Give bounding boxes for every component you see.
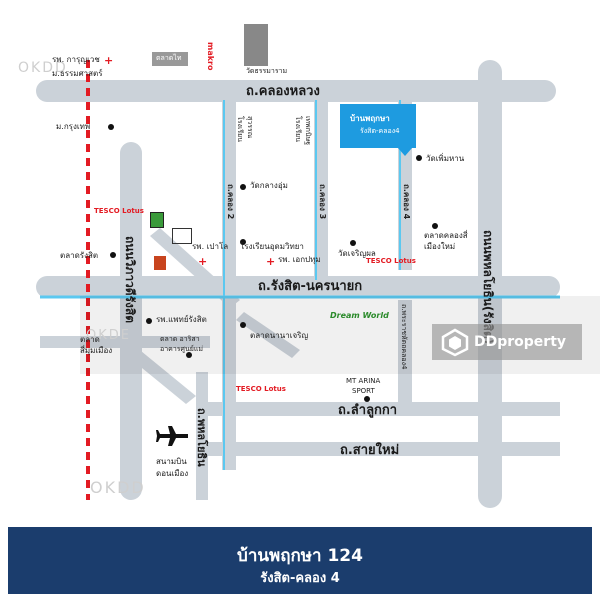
label-bangkok-univ: ม.กรุงเทพ xyxy=(56,122,91,131)
phatrangsit-dot xyxy=(146,318,152,324)
hospital-icon: + xyxy=(104,54,114,67)
label-sai-mai: ถ.สายใหม่ xyxy=(340,443,400,458)
label-makro: makro xyxy=(206,42,215,71)
label-talad-rangsit: ตลาดรังสิต xyxy=(60,251,99,260)
road-sai-mai xyxy=(200,442,560,456)
label-wat-rangsit: วัดเจริญผล xyxy=(338,249,376,258)
label-karunyavej: รพ. การุญเวช xyxy=(52,55,100,64)
location-map: OKDD OKDE OKDD ถ.คลองหลวง ถ.รังสิต-นครนา… xyxy=(18,24,600,508)
market-aris-dot xyxy=(186,352,192,358)
label-talad-khlong4b: เมืองใหม่ xyxy=(424,242,456,251)
watermark-bottom: OKDD xyxy=(90,478,146,497)
label-phatrangsit: รพ.แพทย์รังสิต xyxy=(156,315,207,324)
bangkok-univ-dot xyxy=(108,124,114,130)
label-school-2: สุวรรณ xyxy=(246,116,254,139)
label-talad-thai: ตลาดไท xyxy=(156,54,182,62)
label-school-1: โรงเรียน xyxy=(236,116,244,142)
label-tesco-bottom: TESCO Lotus xyxy=(236,385,286,393)
project-sign-subtitle: รังสิต-คลอง4 xyxy=(360,127,400,135)
label-tesco-left: TESCO Lotus xyxy=(94,207,144,215)
label-paolo: รพ. เปาโล xyxy=(192,242,229,251)
school-udom-dot xyxy=(240,239,246,245)
road-khlong4-south xyxy=(398,300,412,410)
label-market-aris2: อาคารศูนย์แม่ xyxy=(160,345,203,353)
label-khlong-wat: ถ.พระราชหัตถคลอง4 xyxy=(400,304,408,370)
hospital-icon: + xyxy=(198,255,208,268)
project-sign-title: บ้านพฤกษา xyxy=(350,114,390,123)
ddproperty-watermark: DDproperty xyxy=(432,324,582,360)
label-phaholyothin-right: ถนนพหลโยธิน(รังสิต) xyxy=(481,230,495,345)
road-rangsit-nakhon-nayok xyxy=(36,276,560,298)
label-khlong2: ถ.คลอง 2 xyxy=(226,184,235,220)
label-thammasat: ม.ธรรมศาสตร์ xyxy=(52,69,103,78)
footer-title: บ้านพฤกษา 124 xyxy=(237,546,363,566)
talad-rangsit2-dot xyxy=(240,322,246,328)
label-rangsit-nakhon-nayok: ถ.รังสิต-นครนายก xyxy=(258,279,363,294)
wat-klang-dot xyxy=(240,184,246,190)
talad-khlong4-dot xyxy=(432,223,438,229)
wat-rangsit-dot xyxy=(350,240,356,246)
label-wat-klang: วัดกลางอุ่ม xyxy=(250,181,288,190)
map-building-icon xyxy=(172,228,192,244)
hospital-icon: + xyxy=(266,255,276,268)
road-diagonal-nw xyxy=(150,228,240,308)
label-talad-muang: ตลาด xyxy=(80,335,100,344)
wat-thammaram-block xyxy=(244,24,268,66)
map-building-icon xyxy=(150,212,164,228)
footer-subtitle: รังสิต-คลอง 4 xyxy=(260,571,340,586)
label-lam-luk-ka: ถ.ลำลูกกา xyxy=(338,403,398,418)
talad-thai-block xyxy=(152,52,188,66)
map-building-icon xyxy=(154,256,166,270)
label-talad-khlong4: ตลาดคลองสี่ xyxy=(424,231,468,240)
label-market-aris: ตลาด อาริสา xyxy=(160,335,200,343)
road-khlong-luang xyxy=(36,80,556,102)
mt-arina-dot xyxy=(364,396,370,402)
watermark-top: OKDD xyxy=(18,60,68,76)
road-khlong3 xyxy=(314,100,328,280)
label-talad-muang2: สี่มุมเมือง xyxy=(80,346,113,355)
label-wat-thammaram: วัดธรรมาราม xyxy=(246,67,288,75)
label-mt-arina-2: SPORT xyxy=(352,387,375,395)
road-diagonal-sw xyxy=(120,342,196,404)
road-network xyxy=(36,24,600,508)
ddproperty-text: DDproperty xyxy=(474,334,567,350)
road-vibhavadi xyxy=(120,142,142,500)
talad-rangsit-dot xyxy=(110,252,116,258)
wat-phuen-dot xyxy=(416,155,422,161)
label-phahonyothin: ถ.พหลโยธิน xyxy=(195,408,208,467)
label-school-4: เทพกนิษฐ xyxy=(304,116,312,146)
ddproperty-logo-icon xyxy=(441,328,469,357)
label-khlong-luang: ถ.คลองหลวง xyxy=(246,84,320,99)
label-khlong4: ถ.คลอง 4 xyxy=(402,184,411,220)
label-airport-1: สนามบิน xyxy=(156,457,187,466)
label-school-3: โรงเรียน xyxy=(294,116,302,142)
project-sign-box xyxy=(340,104,416,148)
watermark-mid: OKDE xyxy=(86,328,131,343)
label-vibhavadi: ถนนวิภาวดีรังสิต xyxy=(123,236,137,324)
airplane-icon xyxy=(156,426,188,446)
label-mt-arina-1: MT ARINA xyxy=(346,377,381,385)
label-tesco-mid: TESCO Lotus xyxy=(366,257,416,265)
label-wat-phuen: วัดเพิ่มหาน xyxy=(426,154,465,163)
label-dream-world: Dream World xyxy=(330,311,389,320)
label-ekpathum: รพ. เอกปทุม xyxy=(278,255,321,264)
footer-banner: บ้านพฤกษา 124 รังสิต-คลอง 4 xyxy=(8,527,592,594)
label-talad-rangsit2: ตลาดนานาเจริญ xyxy=(250,331,309,340)
project-pointer xyxy=(398,148,412,156)
label-school-udom: โรงเรียนอุดมวิทยา xyxy=(240,242,304,251)
road-small-west xyxy=(40,336,210,348)
road-diagonal-mid xyxy=(236,312,300,358)
road-lam-luk-ka xyxy=(200,402,560,416)
label-khlong3: ถ.คลอง 3 xyxy=(318,184,327,220)
label-airport-2: ดอนเมือง xyxy=(156,469,189,478)
